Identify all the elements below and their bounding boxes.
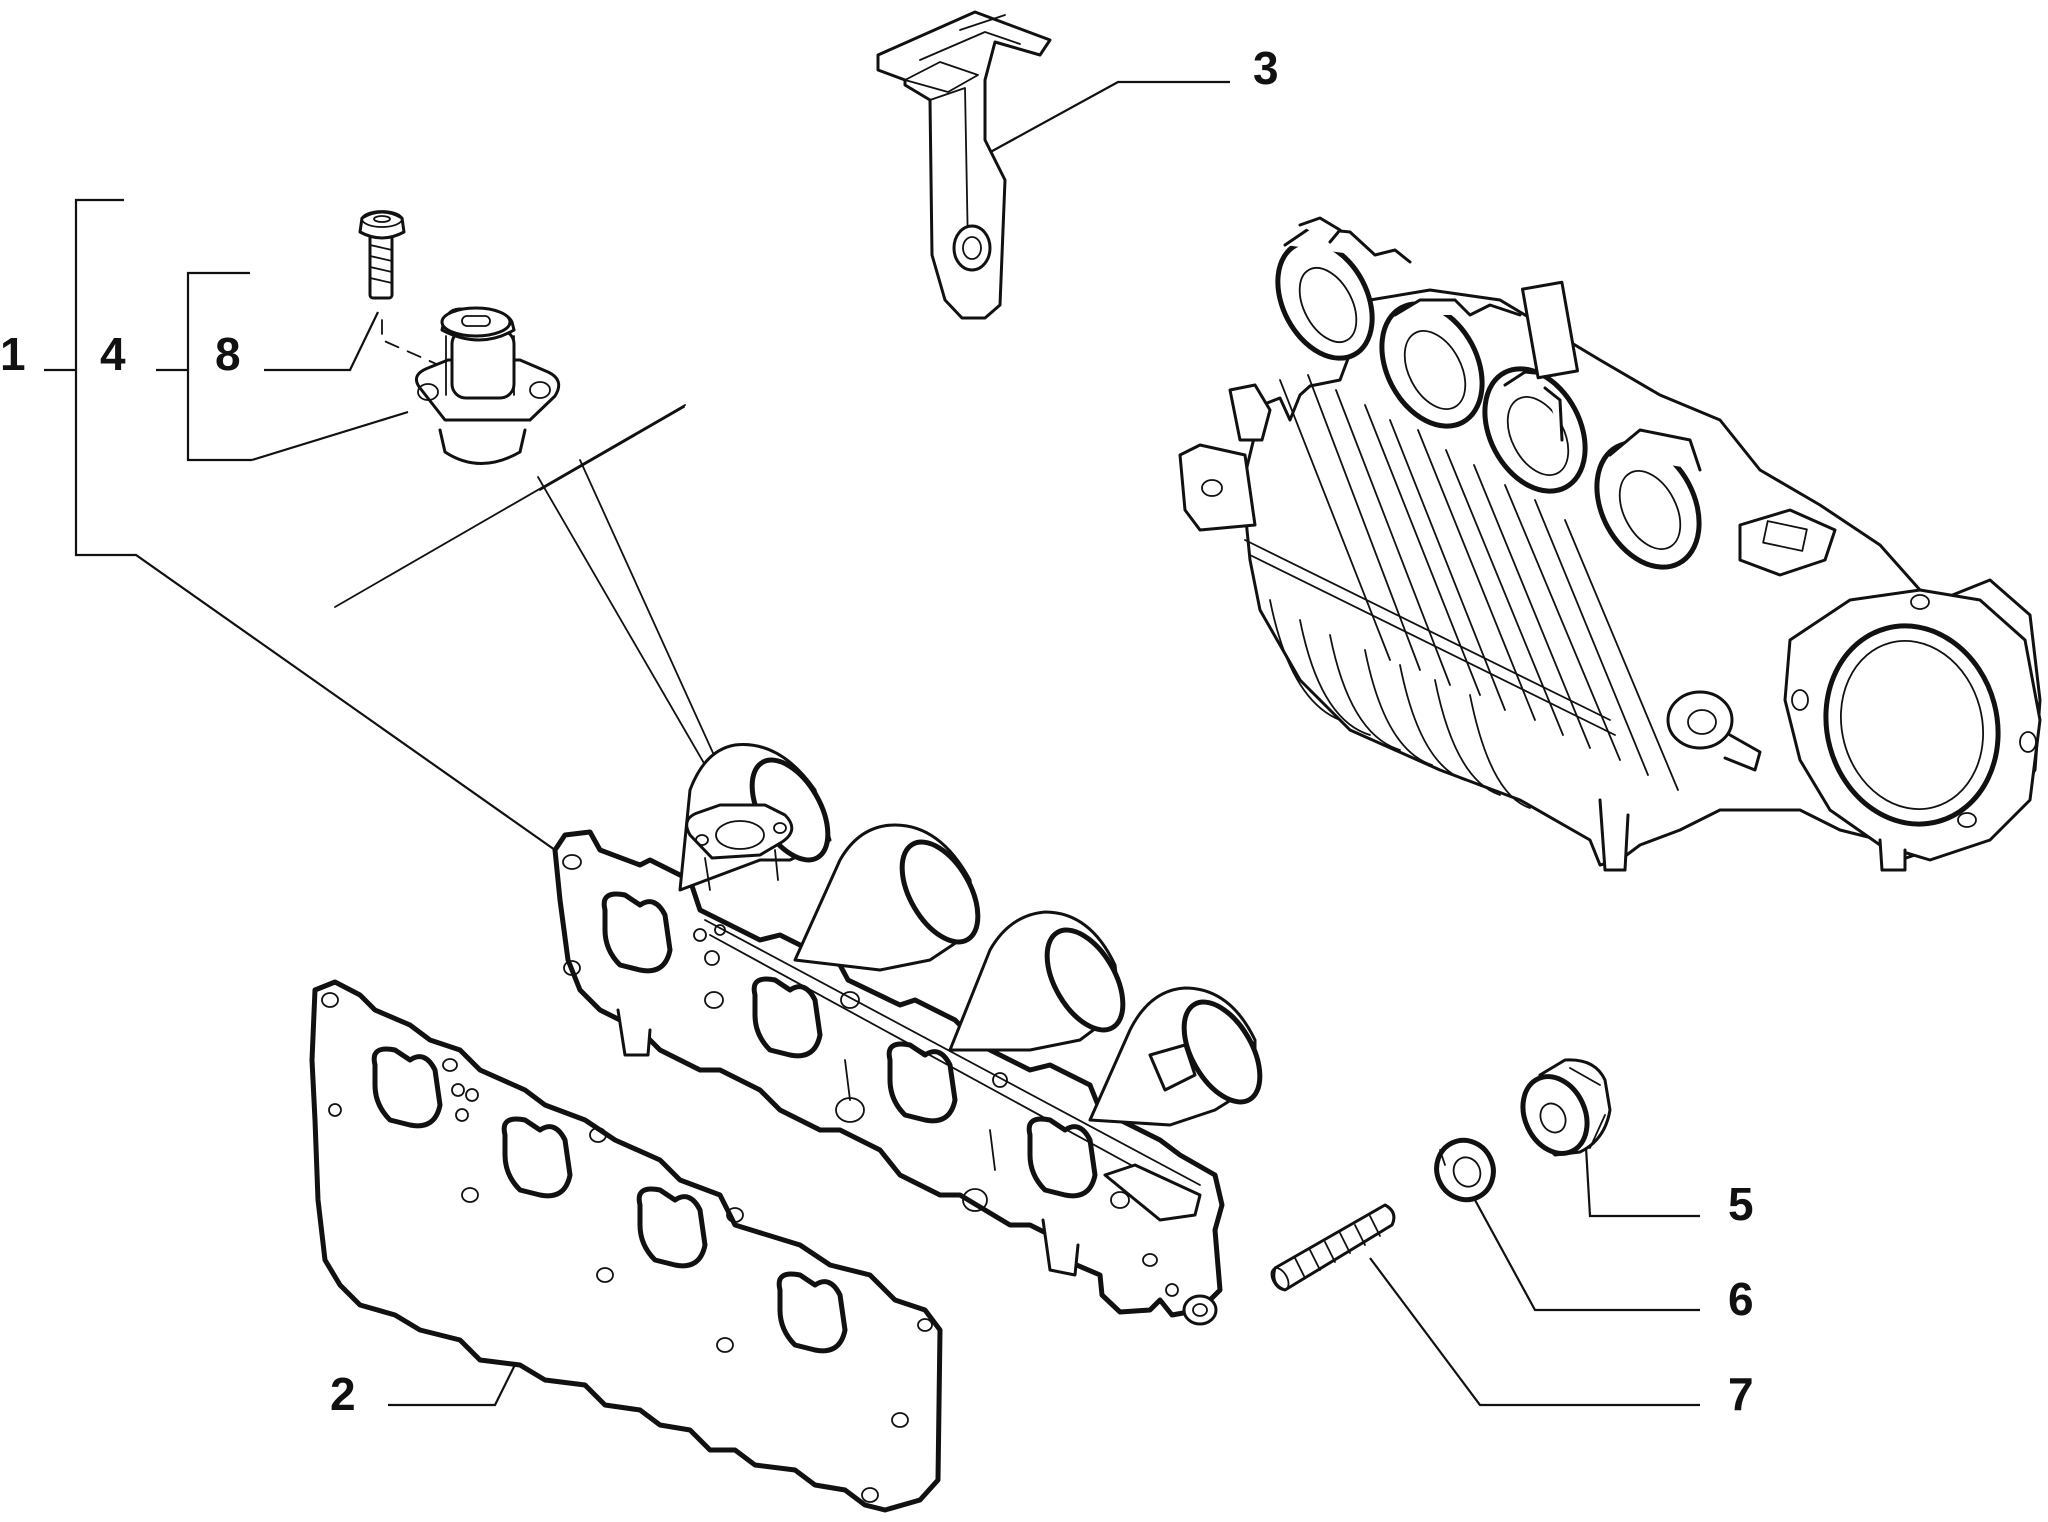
leader-7 [1369, 1257, 1700, 1407]
projection-line-a [334, 404, 686, 608]
callout-7: 7 [1728, 1368, 1754, 1420]
callout-5: 5 [1728, 1178, 1754, 1230]
callout-8: 8 [215, 328, 241, 380]
bracket-part-3 [876, 10, 1052, 320]
leader-4 [186, 271, 252, 462]
leader-4-part [251, 410, 409, 462]
callout-6: 6 [1728, 1273, 1754, 1325]
screw-axis-line [381, 319, 451, 371]
exhaust-manifold-part-1 [552, 743, 1263, 1326]
projection-line-b [537, 476, 731, 809]
gasket-part-2 [309, 979, 943, 1513]
projection-line-c [579, 459, 739, 809]
projection-line-d [539, 406, 685, 491]
intake-manifold [1178, 216, 2042, 872]
leader-lines [44, 80, 1700, 1407]
callout-labels: 1 4 8 3 2 5 6 7 [0, 42, 1754, 1420]
leader-1 [74, 198, 556, 851]
nut-part-5 [1520, 1058, 1612, 1157]
sensor-part-4 [414, 306, 561, 465]
callout-4: 4 [100, 328, 126, 380]
callout-3: 3 [1253, 42, 1279, 94]
washer-part-6 [1434, 1137, 1496, 1203]
callout-1: 1 [0, 328, 26, 380]
callout-2: 2 [330, 1368, 356, 1420]
leader-5 [1583, 1129, 1700, 1218]
leader-8 [264, 311, 379, 372]
screw-part-8 [358, 210, 406, 300]
leader-6 [1474, 1199, 1700, 1312]
leader-3 [984, 80, 1230, 156]
stud-part-7 [1270, 1203, 1396, 1292]
